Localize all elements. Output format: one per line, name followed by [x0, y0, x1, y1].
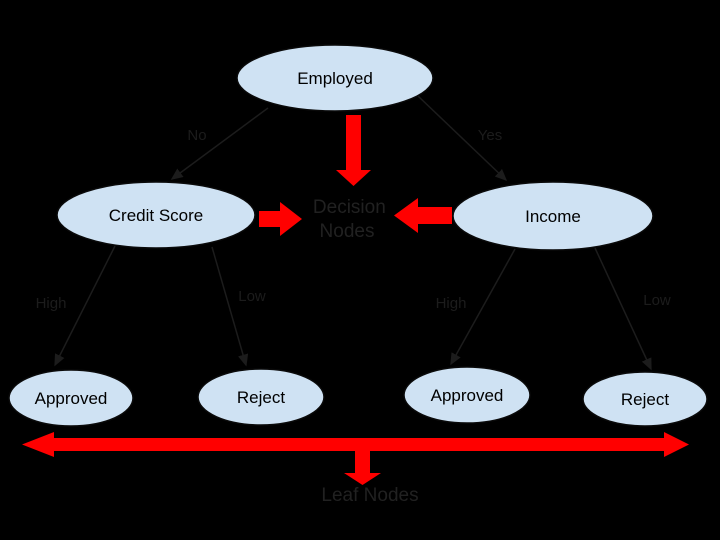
- node-credit-score: [56, 181, 256, 249]
- node-approved-right: [403, 366, 531, 424]
- leaf-nodes-caption: Leaf Nodes: [321, 485, 418, 506]
- decision-nodes-caption-line1: Decision: [313, 197, 386, 218]
- edge-employed-to-credit-score: [170, 107, 269, 180]
- node-employed: [236, 44, 434, 112]
- edge-label-yes: Yes: [478, 127, 502, 144]
- edge-credit-score-to-approved: [54, 245, 116, 367]
- edge-label-low-left: Low: [238, 288, 266, 305]
- edge-label-no: No: [187, 127, 206, 144]
- red-arrow-left-income-to-decision-icon: [394, 198, 452, 233]
- edge-employed-to-income: [417, 95, 508, 182]
- node-reject-left: [197, 368, 325, 426]
- red-arrow-down-to-leaf-nodes-icon: [344, 449, 381, 485]
- red-arrow-down-employed-to-decision-icon: [336, 115, 371, 186]
- node-employed-label: Employed: [297, 69, 373, 88]
- node-reject-right: [582, 371, 708, 427]
- node-reject-left-label: Reject: [237, 388, 285, 407]
- node-credit-score-label: Credit Score: [109, 206, 203, 225]
- node-approved-left: [8, 369, 134, 427]
- decision-nodes-caption: Decision Nodes: [313, 197, 391, 242]
- red-arrow-right-credit-score-to-decision-icon: [259, 202, 302, 236]
- edge-label-high-left: High: [36, 295, 67, 312]
- node-income: [452, 181, 654, 251]
- node-approved-right-label: Approved: [431, 386, 504, 405]
- edge-label-low-right: Low: [643, 292, 671, 309]
- node-reject-right-label: Reject: [621, 390, 669, 409]
- red-double-arrow-leaf-row-icon: [22, 432, 689, 457]
- decision-nodes-caption-line2: Nodes: [320, 221, 375, 242]
- node-income-label: Income: [525, 207, 581, 226]
- edge-income-to-reject: [594, 247, 652, 371]
- edge-income-to-approved: [450, 248, 516, 366]
- edge-label-high-right: High: [436, 295, 467, 312]
- node-approved-left-label: Approved: [35, 389, 108, 408]
- edge-credit-score-to-reject: [211, 246, 249, 367]
